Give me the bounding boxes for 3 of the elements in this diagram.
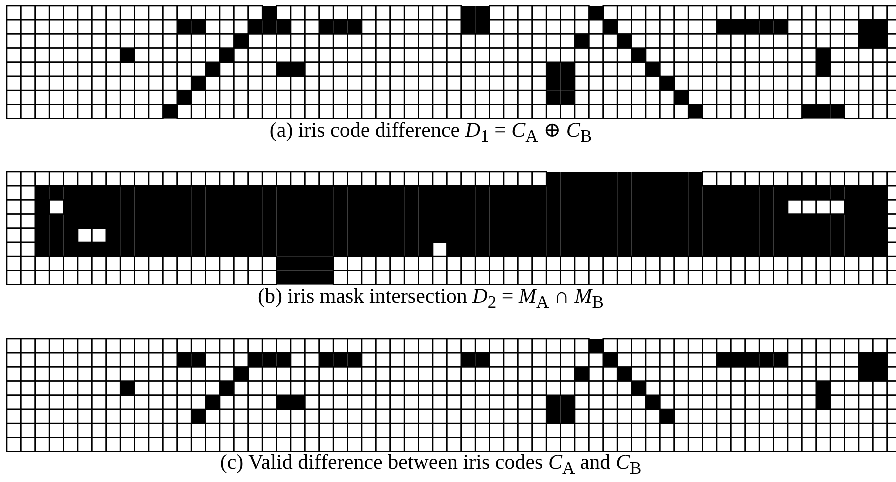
caption: (a) iris code difference D$_{1}$ = C$_{A}$ ⊕ C$_{B}$: [270, 120, 592, 146]
caption: (c) Valid difference between iris codes C$_{A}$ and C$_{B}$: [220, 452, 642, 478]
caption: (b) iris mask intersection D$_{2}$ = M$_{A}$ ∩ M$_{B}$: [258, 286, 604, 312]
